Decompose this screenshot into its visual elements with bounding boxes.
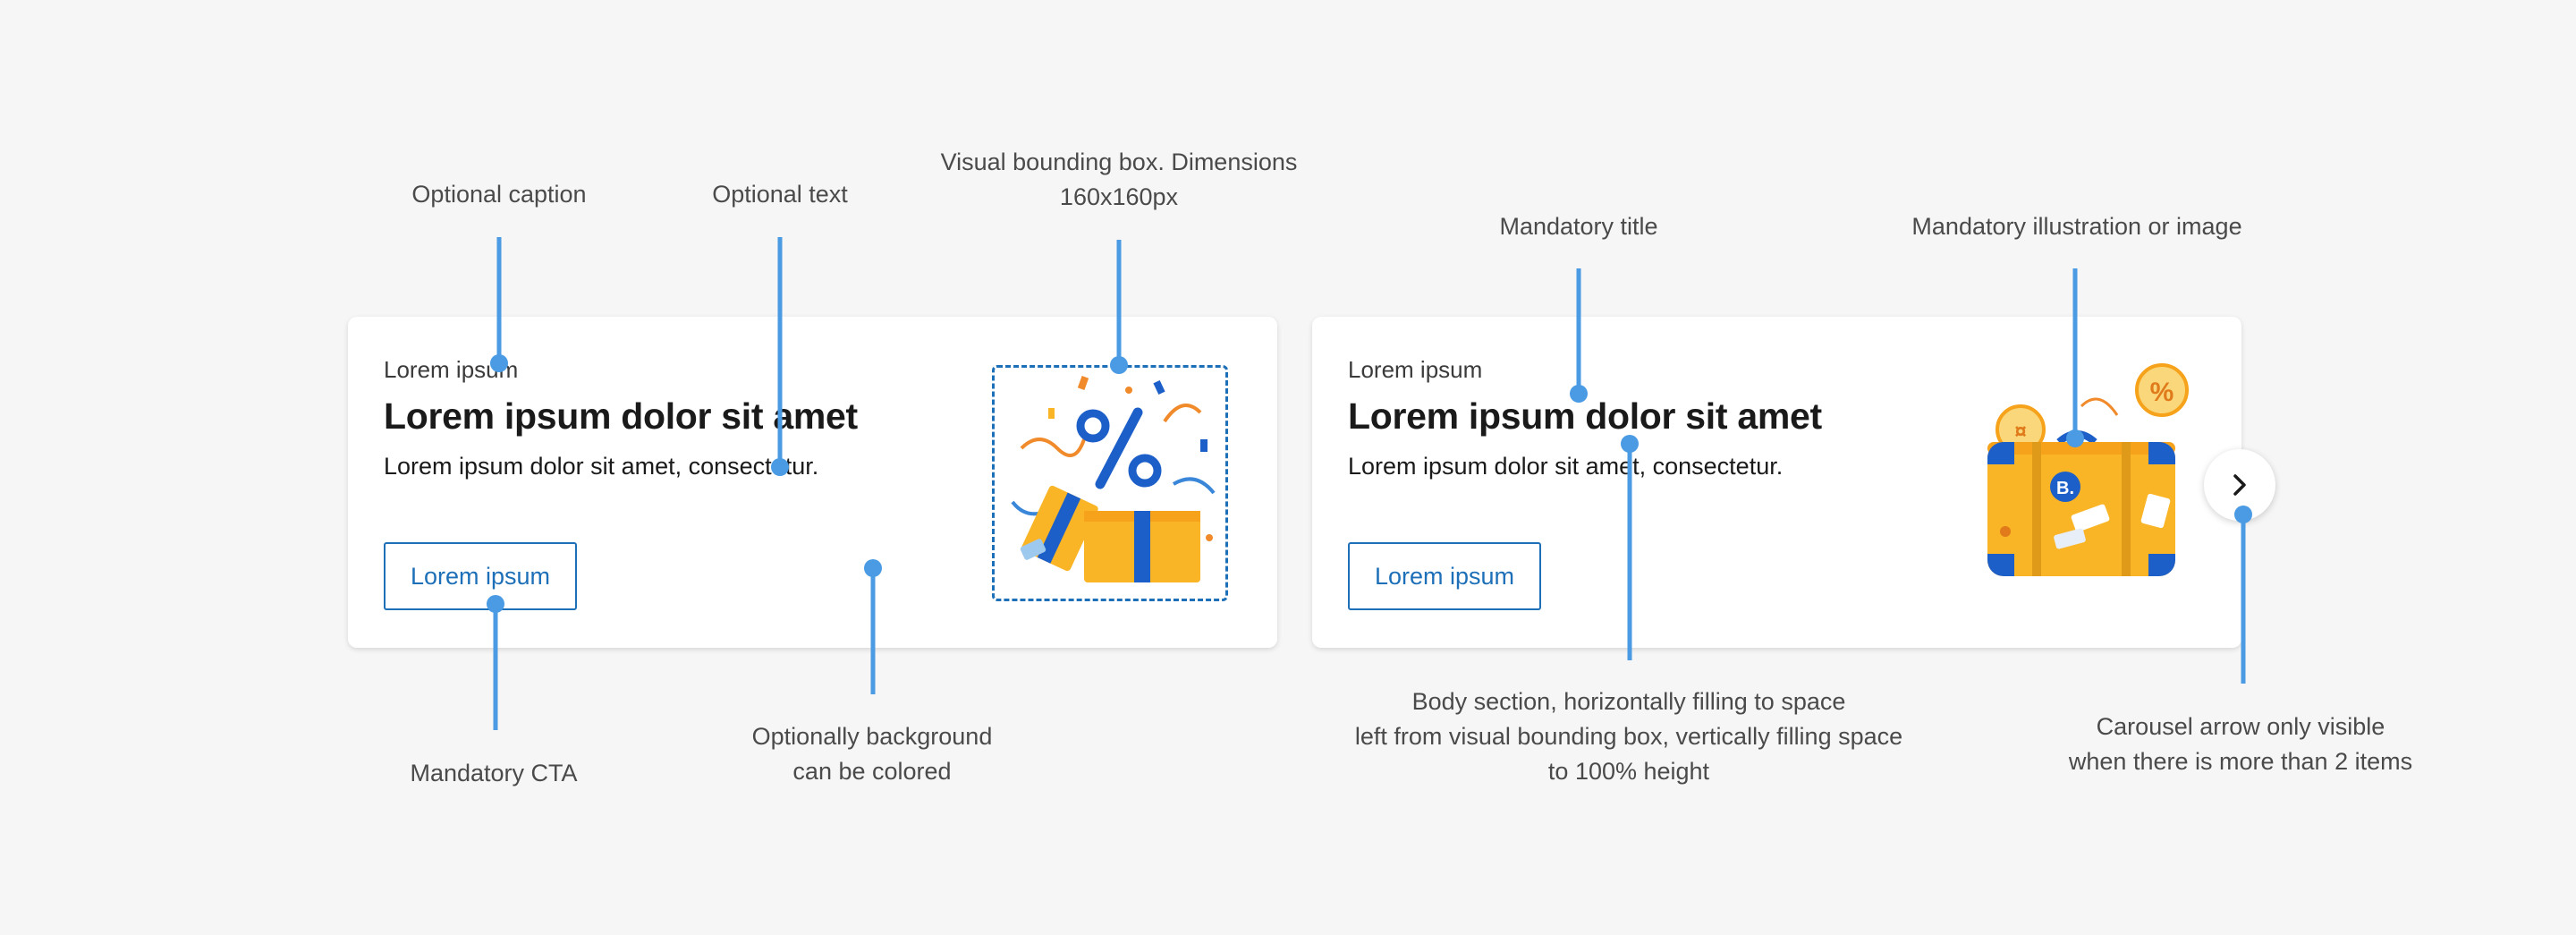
annotation-bounding-box: Visual bounding box. Dimensions 160x160p… <box>940 149 1298 210</box>
card-title: Lorem ipsum dolor sit amet <box>384 395 858 437</box>
merch-card-1: Lorem ipsum Lorem ipsum dolor sit amet L… <box>348 317 1277 648</box>
annotation-carousel-arrow: Carousel arrow only visible when there i… <box>2068 713 2413 775</box>
annotation-optional-caption: Optional caption <box>411 181 587 208</box>
card-caption: Lorem ipsum <box>384 356 519 383</box>
annotation-mandatory-illustration: Mandatory illustration or image <box>1911 213 2242 240</box>
card-cta-button[interactable]: Lorem ipsum <box>384 542 577 610</box>
svg-text:B.: B. <box>2056 479 2074 498</box>
visual-bounding-box <box>992 365 1228 601</box>
annotation-optional-text: Optional text <box>712 181 848 208</box>
svg-text:%: % <box>2150 378 2174 407</box>
chevron-right-icon <box>2233 474 2246 496</box>
annotation-mandatory-cta: Mandatory CTA <box>410 760 578 786</box>
svg-text:¤: ¤ <box>2014 420 2026 444</box>
merch-card-2: Lorem ipsum Lorem ipsum dolor sit amet L… <box>1312 317 2241 648</box>
card-title: Lorem ipsum dolor sit amet <box>1348 395 1822 437</box>
suitcase-illustration: % ¤ B. <box>1987 363 2189 576</box>
annotation-mandatory-title: Mandatory title <box>1499 213 1658 240</box>
card-text: Lorem ipsum dolor sit amet, consectetur. <box>1348 453 1784 480</box>
carousel-arrow-button[interactable] <box>2204 449 2275 521</box>
card-text: Lorem ipsum dolor sit amet, consectetur. <box>384 453 819 480</box>
card-cta-button[interactable]: Lorem ipsum <box>1348 542 1541 610</box>
annotation-body-section: Body section, horizontally filling to sp… <box>1354 688 1903 785</box>
annotation-background: Optionally background can be colored <box>751 723 993 785</box>
gift-box-illustration <box>1011 376 1216 582</box>
card-caption: Lorem ipsum <box>1348 356 1483 383</box>
